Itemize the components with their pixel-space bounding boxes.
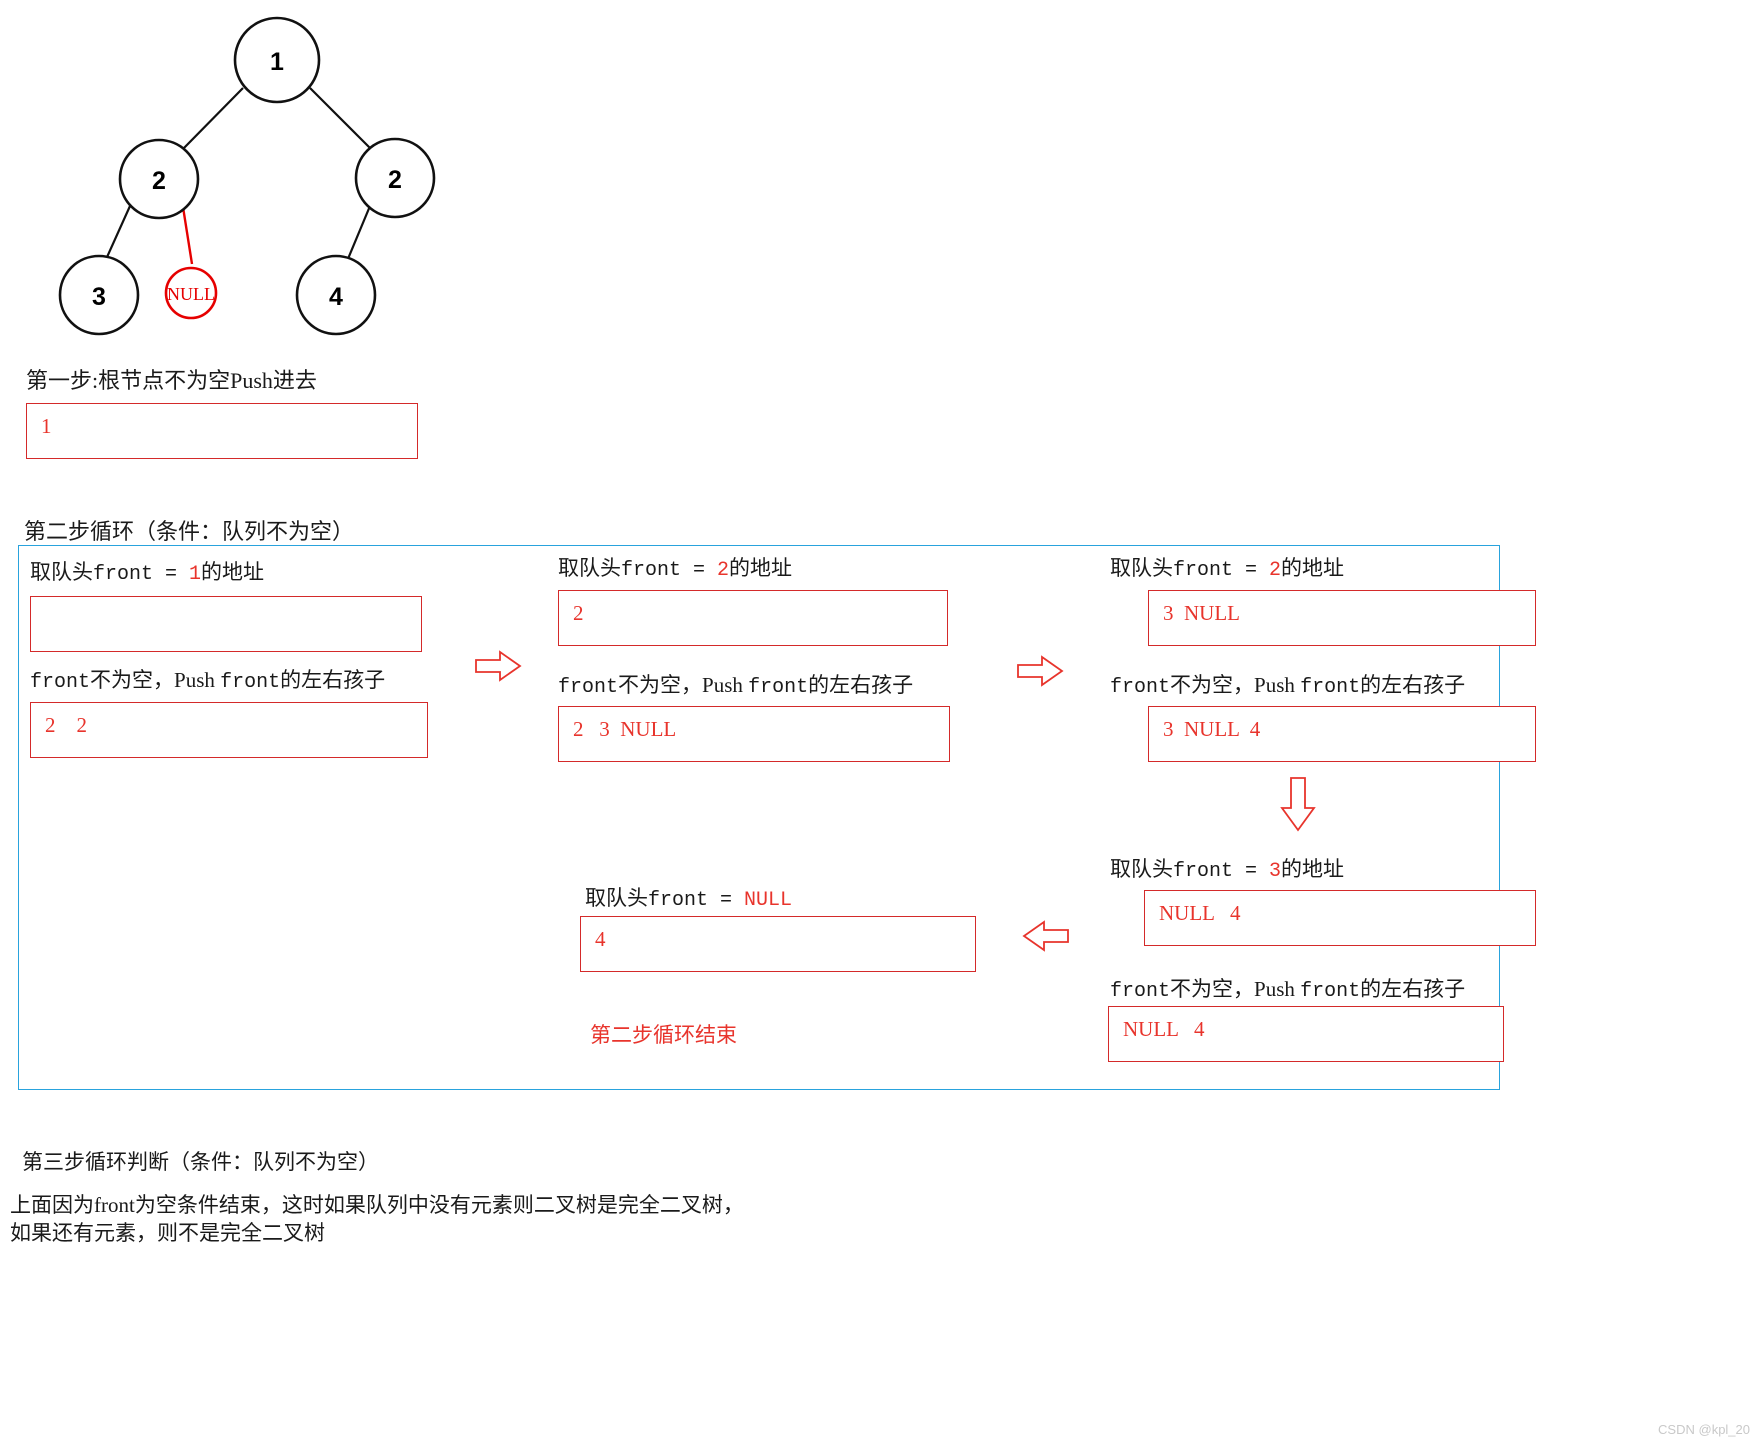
col1-front-value: 1 (189, 563, 202, 586)
col3-push-line: front不为空，Push front的左右孩子 (1110, 669, 1465, 699)
tree-node-left-left-label: 3 (92, 283, 106, 311)
col2-queue-before-box: 2 (558, 590, 948, 646)
csdn-watermark: CSDN @kpl_20 (1658, 1422, 1750, 1437)
col1-front-suffix: 的地址 (201, 560, 265, 584)
tree-node-right-label: 2 (388, 166, 402, 194)
edge-root-right (309, 87, 373, 151)
col4-push-var: front (1300, 980, 1361, 1003)
col2-front-suffix: 的地址 (729, 556, 793, 580)
step2-heading: 第二步循环（条件：队列不为空） (24, 519, 355, 544)
col5-front-var: front = (648, 889, 745, 912)
step1-queue-box: 1 (26, 403, 418, 459)
col3-front-prefix: 取队头 (1110, 556, 1173, 580)
col3-front-line: 取队头front = 2的地址 (1110, 552, 1344, 582)
col2-front-var: front = (621, 559, 718, 582)
tree-node-left-left: 3 (58, 254, 140, 336)
col2-front-prefix: 取队头 (558, 556, 621, 580)
col2-push-mid: 不为空，Push (618, 673, 749, 697)
col4-front-var: front = (1173, 860, 1270, 883)
edge-right-leftchild (343, 205, 372, 267)
col2-push-var: front (748, 676, 809, 699)
col4-front-value: 3 (1269, 860, 1282, 883)
col4-push-mid: 不为空，Push (1170, 977, 1301, 1001)
tree-node-right-left-label: 4 (329, 283, 343, 311)
step1-heading: 第一步:根节点不为空Push进去 (26, 368, 317, 393)
arrow-down-col3-col4 (1280, 777, 1316, 832)
arrow-left-col4-col5 (1022, 920, 1069, 952)
col1-front-line: 取队头front = 1的地址 (30, 556, 264, 586)
col5-front-value: NULL (744, 889, 793, 912)
col2-push-pre: front (558, 676, 619, 699)
col2-front-value: 2 (717, 559, 730, 582)
tree-node-root-label: 1 (270, 48, 284, 76)
col5-front-line: 取队头front = NULL (585, 882, 792, 912)
edge-left-nullchild (181, 206, 194, 265)
tree-node-right-left: 4 (295, 254, 377, 336)
col3-push-var: front (1300, 676, 1361, 699)
tree-node-null-label: NULL (167, 284, 215, 304)
tree-svg: 1 2 2 3 NULL 4 (58, 16, 436, 336)
col4-push-line: front不为空，Push front的左右孩子 (1110, 973, 1465, 1003)
col3-front-value: 2 (1269, 559, 1282, 582)
arrow-right-col1-col2 (475, 650, 522, 682)
binary-tree-diagram: 1 2 2 3 NULL 4 (0, 0, 520, 350)
tree-node-right: 2 (354, 137, 436, 219)
col4-push-pre: front (1110, 980, 1171, 1003)
col4-front-line: 取队头front = 3的地址 (1110, 853, 1344, 883)
step3-paragraph-line1: 上面因为front为空条件结束，这时如果队列中没有元素则二叉树是完全二叉树， (10, 1193, 744, 1217)
col3-front-var: front = (1173, 559, 1270, 582)
step3-heading: 第三步循环判断（条件：队列不为空） (22, 1150, 379, 1174)
col1-front-var: front = (93, 563, 190, 586)
col1-queue-before-box (30, 596, 422, 652)
col4-queue-after-box: NULL 4 (1108, 1006, 1504, 1062)
col2-queue-after-box: 2 3 NULL (558, 706, 950, 762)
col4-front-suffix: 的地址 (1281, 857, 1345, 881)
col2-front-line: 取队头front = 2的地址 (558, 552, 792, 582)
col1-queue-after-box: 2 2 (30, 702, 428, 758)
tree-node-left: 2 (118, 138, 200, 220)
tree-node-root: 1 (233, 16, 321, 104)
col4-front-prefix: 取队头 (1110, 857, 1173, 881)
col1-push-mid: 不为空，Push (90, 668, 221, 692)
col1-push-pre: front (30, 671, 91, 694)
loop-end-note: 第二步循环结束 (590, 1023, 737, 1047)
col3-front-suffix: 的地址 (1281, 556, 1345, 580)
col1-push-line: front不为空，Push front的左右孩子 (30, 664, 385, 694)
tree-node-null: NULL (164, 266, 218, 320)
col2-push-line: front不为空，Push front的左右孩子 (558, 669, 913, 699)
col5-front-prefix: 取队头 (585, 886, 648, 910)
col3-push-pre: front (1110, 676, 1171, 699)
col4-queue-before-box: NULL 4 (1144, 890, 1536, 946)
col1-push-var: front (220, 671, 281, 694)
col1-push-post: 的左右孩子 (280, 668, 386, 692)
col3-queue-after-box: 3 NULL 4 (1148, 706, 1536, 762)
col4-push-post: 的左右孩子 (1360, 977, 1466, 1001)
tree-node-left-label: 2 (152, 167, 166, 195)
col3-queue-before-box: 3 NULL (1148, 590, 1536, 646)
col1-front-prefix: 取队头 (30, 560, 93, 584)
arrow-right-col2-col3 (1017, 655, 1064, 687)
step3-paragraph-line2: 如果还有元素，则不是完全二叉树 (10, 1221, 325, 1245)
col3-push-post: 的左右孩子 (1360, 673, 1466, 697)
col5-queue-box: 4 (580, 916, 976, 972)
col3-push-mid: 不为空，Push (1170, 673, 1301, 697)
col2-push-post: 的左右孩子 (808, 673, 914, 697)
edge-root-left (181, 87, 244, 151)
